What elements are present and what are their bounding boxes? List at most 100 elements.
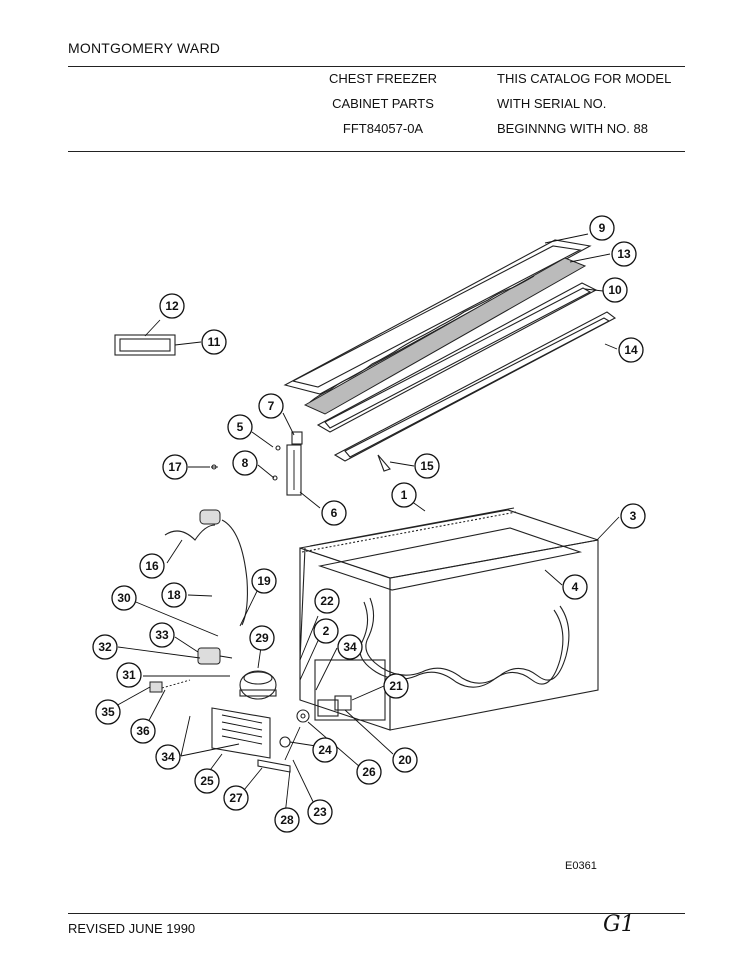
condenser-coil xyxy=(299,507,517,661)
svg-text:21: 21 xyxy=(389,679,403,693)
footer-rule xyxy=(68,913,685,914)
callout-29: 29 xyxy=(249,625,275,651)
lid-gasket xyxy=(333,311,617,462)
lid-liner xyxy=(316,282,598,433)
brand-name: MONTGOMERY WARD xyxy=(68,40,221,56)
callout-14: 14 xyxy=(618,337,644,363)
page-mark: G1 xyxy=(603,912,635,937)
svg-text:3: 3 xyxy=(630,509,637,523)
callout-5: 5 xyxy=(227,414,253,440)
callout-30: 30 xyxy=(111,585,137,611)
svg-text:26: 26 xyxy=(362,765,376,779)
svg-text:34: 34 xyxy=(343,640,357,654)
grommet xyxy=(279,736,291,748)
svg-text:13: 13 xyxy=(617,247,631,261)
lid-insulation xyxy=(303,257,587,415)
svg-text:30: 30 xyxy=(117,591,131,605)
access-cover xyxy=(211,707,271,759)
product-line-1: CHEST FREEZER xyxy=(328,71,438,86)
thermostat xyxy=(197,647,233,665)
callout-27: 27 xyxy=(223,785,249,811)
callout-26: 26 xyxy=(356,759,382,785)
svg-text:14: 14 xyxy=(624,343,638,357)
svg-text:36: 36 xyxy=(136,724,150,738)
svg-text:31: 31 xyxy=(122,668,136,682)
svg-text:17: 17 xyxy=(168,460,182,474)
svg-text:27: 27 xyxy=(229,791,243,805)
svg-text:35: 35 xyxy=(101,705,115,719)
header-rule-top xyxy=(68,66,685,67)
leader-lines xyxy=(104,233,620,816)
callout-35: 35 xyxy=(95,699,121,725)
svg-text:4: 4 xyxy=(572,580,579,594)
callout-7: 7 xyxy=(258,393,284,419)
header-rule-bottom xyxy=(68,151,685,152)
svg-text:1: 1 xyxy=(401,488,408,502)
latch-part xyxy=(377,454,391,472)
svg-text:9: 9 xyxy=(599,221,606,235)
power-cord xyxy=(164,509,248,626)
callout-18: 18 xyxy=(161,582,187,608)
callout-15: 15 xyxy=(414,453,440,479)
svg-text:16: 16 xyxy=(145,559,159,573)
svg-text:24: 24 xyxy=(318,743,332,757)
callout-34-bottom: 34 xyxy=(155,744,181,770)
svg-text:20: 20 xyxy=(398,753,412,767)
model-number: FFT84057-0A xyxy=(342,121,424,136)
callout-12: 12 xyxy=(159,293,185,319)
svg-text:25: 25 xyxy=(200,774,214,788)
callout-4: 4 xyxy=(562,574,588,600)
hinge xyxy=(272,431,303,496)
screw-17 xyxy=(211,464,218,470)
product-line-2: CABINET PARTS xyxy=(332,96,434,111)
svg-text:19: 19 xyxy=(257,574,271,588)
callout-2: 2 xyxy=(313,618,339,644)
catalog-line-2: WITH SERIAL NO. xyxy=(497,96,607,111)
bracket xyxy=(257,759,291,773)
svg-text:2: 2 xyxy=(323,624,330,638)
relay xyxy=(317,695,352,717)
svg-text:23: 23 xyxy=(313,805,327,819)
drain-fitting xyxy=(296,709,310,723)
handle-part xyxy=(114,334,176,356)
callout-6: 6 xyxy=(321,500,347,526)
svg-text:32: 32 xyxy=(98,640,112,654)
callout-28: 28 xyxy=(274,807,300,833)
catalog-line-1: THIS CATALOG FOR MODEL xyxy=(497,71,672,86)
callout-13: 13 xyxy=(611,241,637,267)
callout-33: 33 xyxy=(149,622,175,648)
cabinet xyxy=(299,509,599,731)
svg-text:8: 8 xyxy=(242,456,249,470)
callout-32: 32 xyxy=(92,634,118,660)
svg-text:22: 22 xyxy=(320,594,334,608)
svg-text:18: 18 xyxy=(167,588,181,602)
callout-36: 36 xyxy=(130,718,156,744)
callout-9: 9 xyxy=(589,215,615,241)
callout-23: 23 xyxy=(307,799,333,825)
callout-17: 17 xyxy=(162,454,188,480)
svg-text:15: 15 xyxy=(420,459,434,473)
callout-31: 31 xyxy=(116,662,142,688)
catalog-line-3: BEGINNNG WITH NO. 88 xyxy=(497,121,648,136)
svg-text:6: 6 xyxy=(331,506,338,520)
callout-1: 1 xyxy=(391,482,417,508)
compressor xyxy=(239,670,277,700)
callout-20: 20 xyxy=(392,747,418,773)
svg-text:12: 12 xyxy=(165,299,179,313)
callout-24: 24 xyxy=(312,737,338,763)
diagram-code: E0361 xyxy=(565,860,597,872)
callout-10: 10 xyxy=(602,277,628,303)
callout-34-top: 34 xyxy=(337,634,363,660)
connector xyxy=(149,679,191,693)
svg-text:5: 5 xyxy=(237,420,244,434)
svg-text:7: 7 xyxy=(268,399,275,413)
callout-11: 11 xyxy=(201,329,227,355)
callout-22: 22 xyxy=(314,588,340,614)
svg-text:34: 34 xyxy=(161,750,175,764)
svg-text:10: 10 xyxy=(608,283,622,297)
svg-text:11: 11 xyxy=(208,335,221,349)
callout-19: 19 xyxy=(251,568,277,594)
callout-21: 21 xyxy=(383,673,409,699)
callout-3: 3 xyxy=(620,503,646,529)
